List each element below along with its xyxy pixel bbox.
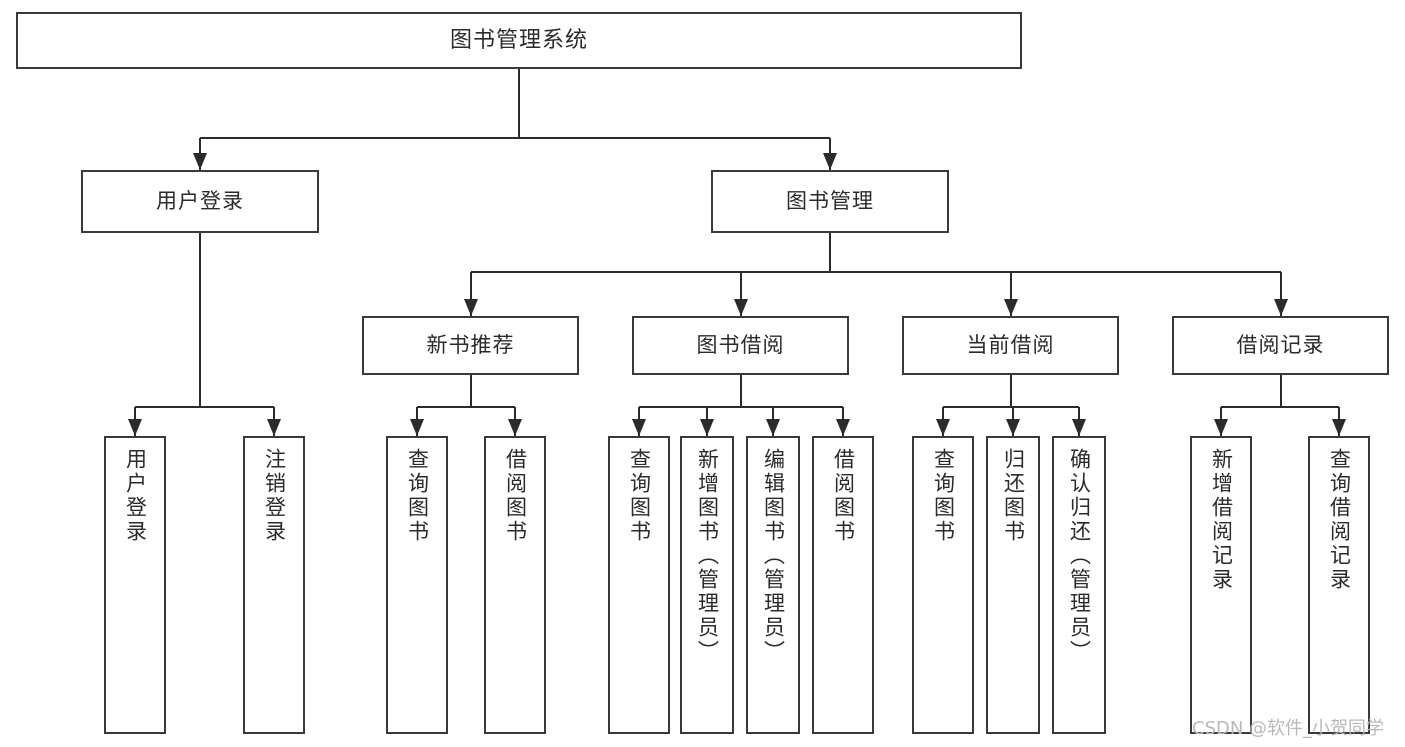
leaf-return-book[interactable]: 归还图书 xyxy=(986,436,1040,734)
node-label: 查询图书 xyxy=(931,448,956,544)
node-book-borrow[interactable]: 图书借阅 xyxy=(632,316,849,375)
arrowhead-icon xyxy=(463,299,478,316)
connector-line xyxy=(739,272,742,316)
connector-line xyxy=(829,233,831,272)
leaf-query-borrow-record[interactable]: 查询借阅记录 xyxy=(1308,436,1370,734)
connector-line xyxy=(469,375,472,407)
node-label: 新增图书（管理员） xyxy=(695,448,720,664)
node-label: 查询图书 xyxy=(405,448,430,544)
connector-line xyxy=(199,233,201,407)
leaf-user-login[interactable]: 用户登录 xyxy=(104,436,166,734)
connector-line xyxy=(739,375,742,407)
leaf-borrow-book-recommend[interactable]: 借阅图书 xyxy=(484,436,546,734)
arrowhead-icon xyxy=(1273,299,1288,316)
connector-line xyxy=(639,406,843,408)
leaf-query-book-current[interactable]: 查询图书 xyxy=(912,436,974,734)
node-label: 编辑图书（管理员） xyxy=(761,448,786,664)
watermark-text: CSDN @软件_小贺同学 xyxy=(1192,718,1385,739)
arrowhead-icon xyxy=(823,153,837,170)
node-label: 图书借阅 xyxy=(696,333,785,358)
connector-line xyxy=(943,406,1079,408)
leaf-confirm-return-admin[interactable]: 确认归还（管理员） xyxy=(1052,436,1106,734)
arrowhead-icon xyxy=(733,299,748,316)
arrowhead-icon xyxy=(836,419,850,436)
connector-line xyxy=(469,272,472,316)
arrowhead-icon xyxy=(632,419,646,436)
connector-line xyxy=(1221,406,1339,408)
arrowhead-icon xyxy=(1003,299,1018,316)
connector-line xyxy=(1009,375,1012,407)
connector-line xyxy=(135,406,274,408)
leaf-add-book-admin[interactable]: 新增图书（管理员） xyxy=(680,436,734,734)
node-label: 用户登录 xyxy=(123,448,148,544)
arrowhead-icon xyxy=(1332,419,1346,436)
node-new-book-recommend[interactable]: 新书推荐 xyxy=(362,316,579,375)
arrowhead-icon xyxy=(1214,419,1228,436)
node-label: 用户登录 xyxy=(156,189,244,214)
node-label: 查询借阅记录 xyxy=(1327,448,1352,592)
node-label: 新书推荐 xyxy=(426,333,515,358)
arrowhead-icon xyxy=(700,419,714,436)
arrowhead-icon xyxy=(128,419,142,436)
node-label: 图书管理 xyxy=(786,189,874,214)
node-label: 当前借阅 xyxy=(966,333,1055,358)
connector-line xyxy=(470,271,1281,273)
leaf-borrow-book[interactable]: 借阅图书 xyxy=(812,436,874,734)
node-label: 归还图书 xyxy=(1001,448,1026,544)
arrowhead-icon xyxy=(1072,419,1086,436)
node-label: 借阅记录 xyxy=(1236,333,1325,358)
node-label: 确认归还（管理员） xyxy=(1067,448,1092,664)
connector-line xyxy=(417,406,515,408)
leaf-query-book-recommend[interactable]: 查询图书 xyxy=(386,436,448,734)
node-current-borrow[interactable]: 当前借阅 xyxy=(902,316,1119,375)
node-label: 注销登录 xyxy=(262,448,287,544)
node-label: 新增借阅记录 xyxy=(1209,448,1234,592)
node-borrow-record[interactable]: 借阅记录 xyxy=(1172,316,1389,375)
node-label: 借阅图书 xyxy=(503,448,528,544)
node-label: 借阅图书 xyxy=(831,448,856,544)
arrowhead-icon xyxy=(508,419,522,436)
arrowhead-icon xyxy=(766,419,780,436)
arrowhead-icon xyxy=(936,419,950,436)
arrowhead-icon xyxy=(410,419,424,436)
node-book-management[interactable]: 图书管理 xyxy=(711,170,949,233)
connector-line xyxy=(200,137,830,139)
node-user-login[interactable]: 用户登录 xyxy=(81,170,319,233)
leaf-query-book-borrow[interactable]: 查询图书 xyxy=(608,436,670,734)
arrowhead-icon xyxy=(267,419,281,436)
arrowhead-icon xyxy=(1006,419,1020,436)
leaf-edit-book-admin[interactable]: 编辑图书（管理员） xyxy=(746,436,800,734)
connector-line xyxy=(1279,375,1282,407)
node-label: 图书管理系统 xyxy=(449,27,588,53)
node-root-system[interactable]: 图书管理系统 xyxy=(16,12,1022,69)
leaf-add-borrow-record[interactable]: 新增借阅记录 xyxy=(1190,436,1252,734)
node-label: 查询图书 xyxy=(627,448,652,544)
arrowhead-icon xyxy=(193,153,207,170)
connector-line xyxy=(1279,272,1282,316)
connector-line xyxy=(518,69,520,138)
leaf-logout-login[interactable]: 注销登录 xyxy=(243,436,305,734)
connector-line xyxy=(1009,272,1012,316)
